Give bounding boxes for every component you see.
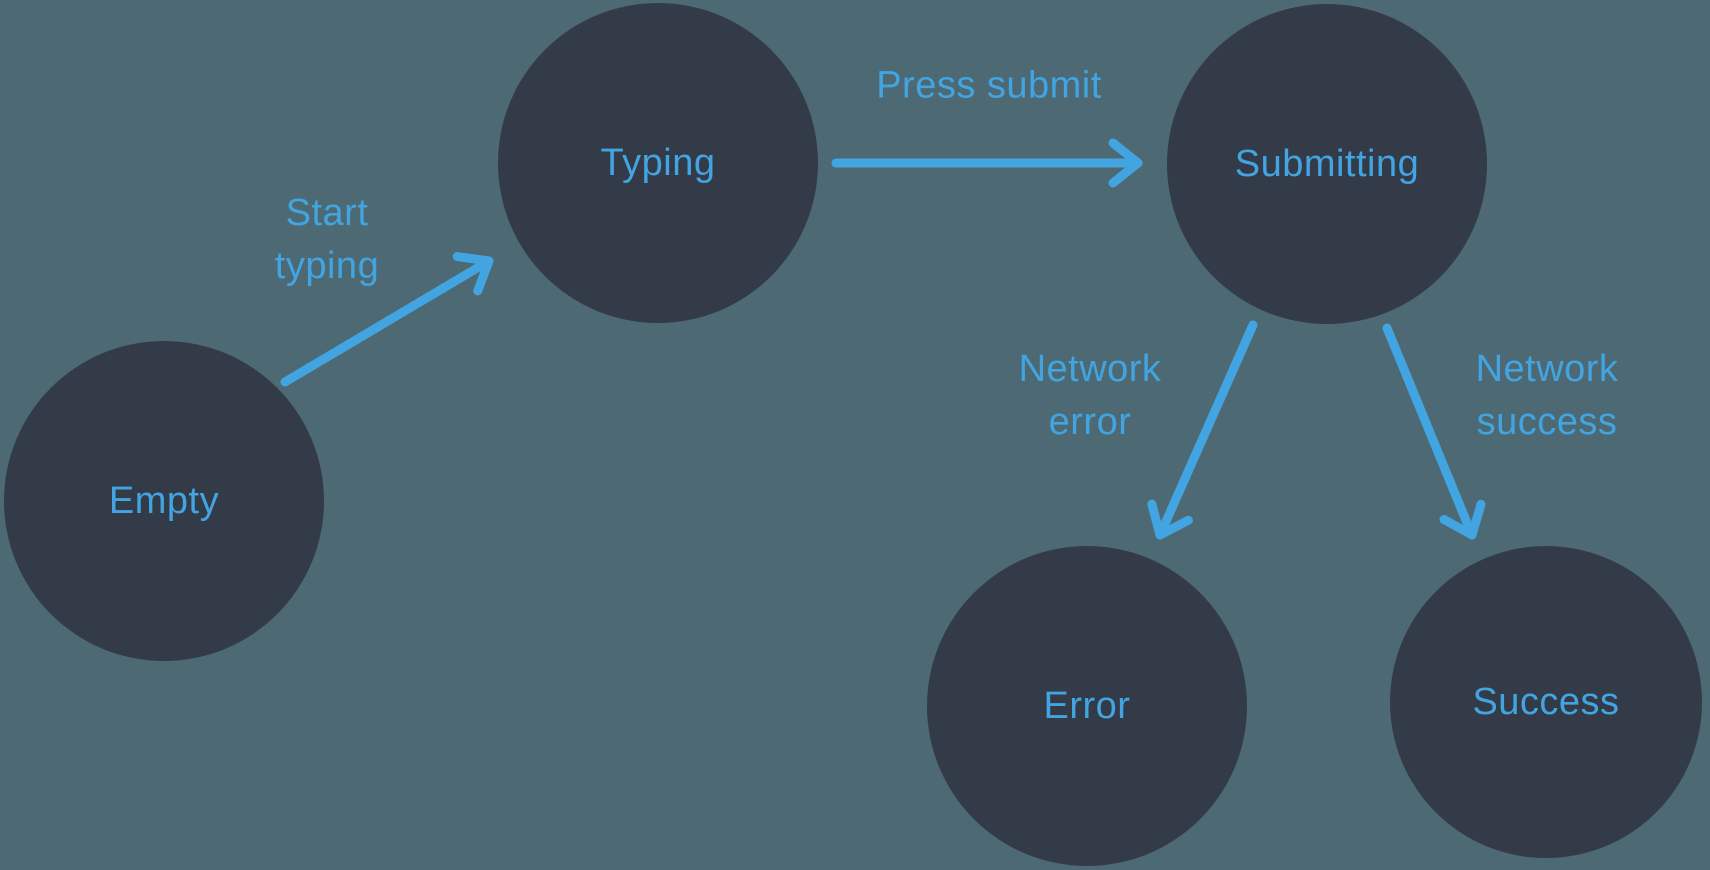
state-label-typing: Typing <box>600 141 716 184</box>
state-label-submitting: Submitting <box>1234 142 1420 185</box>
state-label-error: Error <box>1043 684 1131 727</box>
state-node-empty: Empty <box>4 341 324 661</box>
edge-start-typing-arrow <box>280 252 494 387</box>
edge-label-network-error: Network error <box>1018 347 1162 443</box>
state-label-empty: Empty <box>108 479 220 522</box>
state-node-error: Error <box>927 546 1247 866</box>
state-node-success: Success <box>1390 546 1702 858</box>
edge-label-start-typing: Start typing <box>274 191 380 287</box>
state-label-success: Success <box>1472 680 1620 723</box>
state-node-typing: Typing <box>498 3 818 323</box>
edge-network-success-arrow <box>1382 323 1486 540</box>
edge-label-network-success: Network success <box>1475 347 1619 443</box>
state-node-submitting: Submitting <box>1167 4 1487 324</box>
edge-network-error-arrow <box>1147 320 1258 540</box>
edge-label-press-submit: Press submit <box>876 64 1102 107</box>
